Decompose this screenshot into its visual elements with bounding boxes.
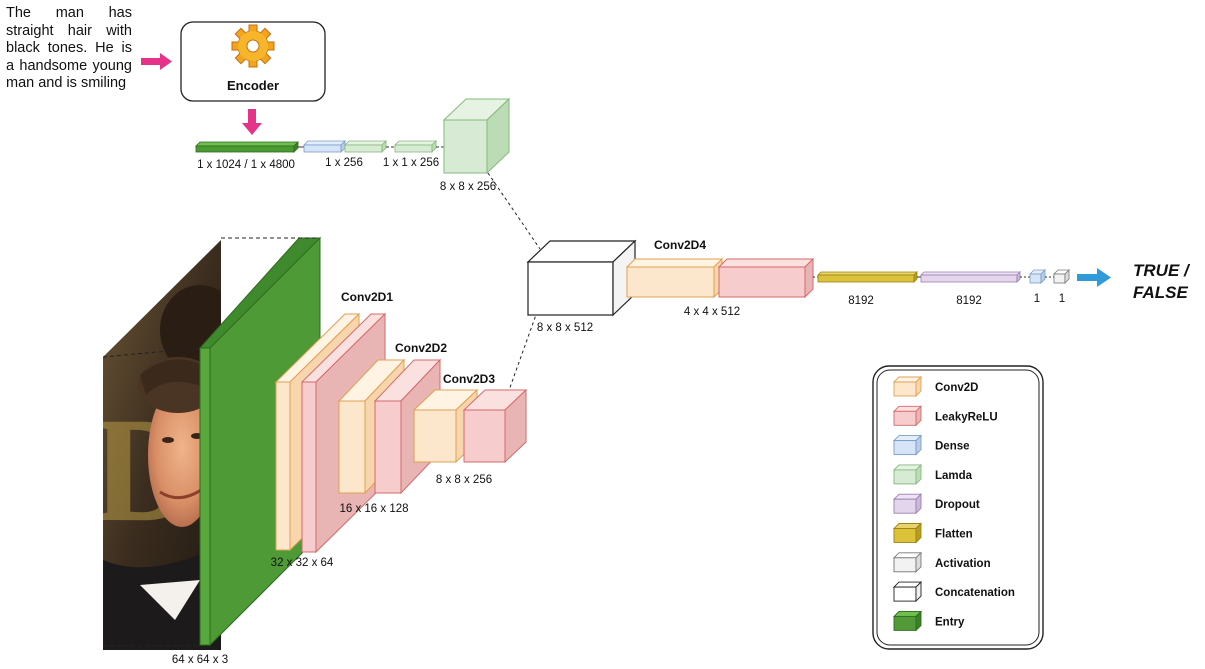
legend-label-flatten: Flatten: [935, 529, 973, 541]
encoder-to-embedding-arrow: [242, 109, 262, 135]
conv2d4-title: Conv2D4: [654, 238, 706, 252]
dense-bar: [304, 141, 345, 152]
legend-label-conv2d: Conv2D: [935, 382, 978, 394]
legend-label-concatenation: Concatenation: [935, 587, 1015, 599]
conv2d3-dims: 8 x 8 x 256: [436, 474, 492, 486]
lambda-dims: 1 x 1 x 256: [383, 157, 439, 169]
legend-label-entry: Entry: [935, 616, 965, 628]
legend-label-dropout: Dropout: [935, 499, 980, 511]
conv2d3-block: [414, 390, 526, 462]
flatten-dims: 8192: [848, 295, 874, 307]
legend-label-lamda: Lamda: [935, 470, 973, 482]
output-label-false: FALSE: [1133, 283, 1188, 302]
dropout-dims: 8192: [956, 295, 982, 307]
conv2d1-dims: 32 x 32 x 64: [271, 557, 334, 569]
encoder-box: Encoder: [181, 22, 325, 101]
conv2d4-block: [627, 259, 813, 297]
dropout-bar: [921, 272, 1020, 282]
text-description: The man has straight hair with black ton…: [6, 5, 132, 93]
legend-label-activation: Activation: [935, 558, 991, 570]
dense-dims: 1 x 256: [325, 157, 363, 169]
embedding-bar: [196, 142, 298, 152]
legend-label-dense: Dense: [935, 441, 970, 453]
text-volume-cube: [444, 99, 509, 173]
embedding-dims: 1 x 1024 / 1 x 4800: [197, 159, 295, 171]
conv2d1-title: Conv2D1: [341, 290, 393, 304]
activation-cube: [1054, 270, 1069, 283]
legend: Conv2D LeakyReLU DenseLamdaDropoutFlattenA…: [873, 366, 1043, 649]
lambda-bar-2: [395, 141, 436, 152]
activation-dims: 1: [1059, 293, 1065, 305]
encoder-label: Encoder: [227, 78, 279, 93]
concatenation-dims: 8 x 8 x 512: [537, 322, 593, 334]
conv2d2-dims: 16 x 16 x 128: [339, 503, 408, 515]
text-volume-dims: 8 x 8 x 256: [440, 181, 496, 193]
conv2d2-title: Conv2D2: [395, 341, 447, 355]
output-arrow: [1077, 268, 1111, 287]
input-dims: 64 x 64 x 3: [172, 654, 228, 666]
text-to-encoder-arrow: [141, 53, 172, 70]
conv2d4-dims: 4 x 4 x 512: [684, 306, 740, 318]
conv2d3-title: Conv2D3: [443, 372, 495, 386]
concatenation-cube: [528, 241, 635, 315]
output-label-true: TRUE /: [1133, 261, 1191, 280]
gear-icon: [232, 25, 274, 67]
flatten-bar: [818, 272, 917, 282]
dense-output-dims: 1: [1034, 293, 1040, 305]
dense-output-cube: [1030, 270, 1045, 283]
legend-label-leakyrelu: LeakyReLU: [935, 411, 998, 423]
lambda-bar: [345, 141, 386, 152]
